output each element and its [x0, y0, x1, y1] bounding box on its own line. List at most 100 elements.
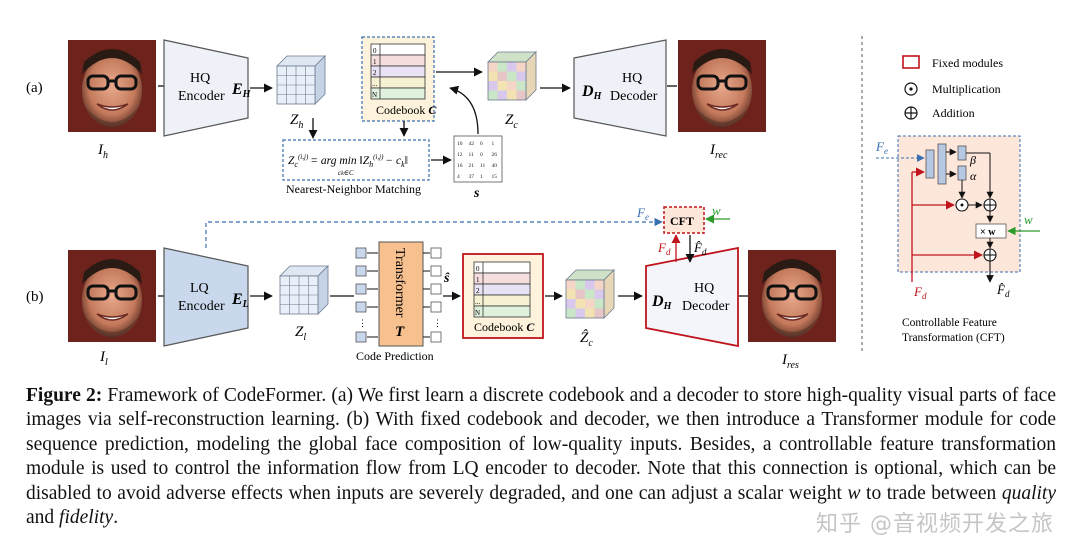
- label-zc: Zc: [505, 112, 518, 131]
- label-il: Il: [99, 349, 108, 368]
- svg-text:F̂d: F̂d: [996, 282, 1010, 299]
- figure-caption: Figure 2: Framework of CodeFormer. (a) W…: [26, 385, 1056, 529]
- caption-label: Figure 2:: [26, 385, 103, 406]
- label-fe-b: Fe: [636, 205, 649, 222]
- s-matrix-cell: 11: [480, 163, 486, 169]
- transformer-label: Transformer: [392, 248, 407, 318]
- caption-quality: quality: [1001, 482, 1056, 504]
- svg-text:w: w: [1024, 212, 1033, 227]
- label-ires: Ires: [781, 352, 799, 371]
- label-s-hat: ŝ: [443, 271, 450, 286]
- row-a-label: (a): [26, 80, 43, 96]
- s-matrix-cell: 42: [469, 141, 475, 147]
- hq-encoder-trapezoid: [163, 39, 249, 137]
- svg-text:...: ...: [475, 298, 481, 306]
- svg-text:ck∈C: ck∈C: [338, 169, 354, 177]
- zh-feature-cube: [276, 55, 326, 105]
- hq-decoder-b-symbol: DH: [651, 293, 673, 312]
- label-zc-hat: Ẑc: [580, 329, 593, 349]
- svg-text:2: 2: [476, 287, 480, 295]
- label-ih: Ih: [97, 142, 108, 161]
- legend-add-text: Addition: [932, 106, 975, 120]
- s-matrix-cell: 1: [480, 174, 483, 180]
- hq-decoder-b-line1: HQ: [694, 281, 714, 296]
- svg-text:α: α: [970, 169, 977, 183]
- hq-decoder-a-line2: Decoder: [610, 89, 658, 104]
- hq-encoder-line1: HQ: [190, 71, 210, 86]
- svg-text:N: N: [475, 309, 480, 317]
- label-fd-b: Fd: [657, 240, 671, 257]
- svg-text:2: 2: [373, 69, 377, 77]
- predicted-code-column: [430, 247, 442, 343]
- legend-fixed-text: Fixed modules: [932, 56, 1003, 70]
- s-matrix-cell: 21: [469, 163, 475, 169]
- s-matrix-cell: 37: [469, 174, 475, 180]
- svg-text:Fd: Fd: [913, 284, 927, 301]
- cft-block: [663, 206, 705, 234]
- svg-text:β: β: [969, 153, 976, 167]
- label-zh: Zh: [290, 112, 303, 131]
- transformer-symbol: T: [395, 324, 405, 340]
- s-matrix-cell: 6: [480, 141, 483, 147]
- s-matrix-cell: 16: [457, 163, 463, 169]
- cft-detail-diagram: Fe β α × w w F̂d Fd Controllable Feature: [875, 135, 1040, 344]
- lq-input-face-image: [66, 248, 158, 344]
- svg-text:N: N: [372, 91, 377, 99]
- row-b-label: (b): [26, 289, 44, 305]
- zc-hat-quantized-cube: [565, 269, 615, 319]
- svg-text:1: 1: [476, 276, 480, 284]
- hq-input-face-image: [66, 38, 158, 134]
- caption-part1: Framework of CodeFormer. (a) We first le…: [26, 385, 1056, 504]
- s-matrix-cell: 1: [492, 141, 495, 147]
- s-matrix-cell: 40: [492, 163, 498, 169]
- hq-encoder-symbol: EH: [231, 81, 252, 100]
- label-w-b: w: [712, 203, 721, 218]
- svg-text:Fe: Fe: [875, 139, 888, 156]
- legend: Fixed modules Multiplication Addition: [902, 55, 1003, 120]
- s-matrix-cell: 15: [492, 174, 498, 180]
- svg-text:1: 1: [373, 58, 377, 66]
- reconstructed-face-image: [676, 38, 768, 134]
- svg-text:0: 0: [476, 265, 480, 273]
- svg-text:Controllable Feature: Controllable Feature: [902, 317, 997, 329]
- label-zl: Zl: [295, 324, 306, 343]
- nn-matching-box: [282, 139, 430, 181]
- code-prediction-label: Code Prediction: [356, 349, 434, 363]
- fe-dashed-connection: [205, 217, 663, 248]
- lq-encoder-symbol: EL: [231, 291, 249, 310]
- lq-encoder-line2: Encoder: [178, 299, 225, 314]
- codebook-b-table: 0 1 2 ... N: [473, 261, 531, 318]
- caption-fidelity: fidelity: [59, 507, 114, 529]
- s-matrix-cell: 10: [457, 141, 463, 147]
- svg-text:⋮: ⋮: [358, 318, 367, 328]
- nn-matching-label: Nearest-Neighbor Matching: [286, 182, 421, 196]
- hq-decoder-b-trapezoid: [645, 246, 739, 348]
- s-matrix-cell: 12: [457, 152, 463, 158]
- s-matrix-cell: 0: [480, 152, 483, 158]
- input-token-column: [355, 247, 367, 343]
- hq-encoder-line2: Encoder: [178, 89, 225, 104]
- codeformer-framework-figure: (a) Ih HQ Encoder EH Zh 0 1 2 ... N Code…: [26, 36, 1040, 371]
- zl-feature-cube: [279, 265, 329, 315]
- transformer-block: [378, 241, 424, 347]
- s-matrix-cell: 26: [492, 152, 498, 158]
- hq-decoder-a-symbol: DH: [581, 83, 603, 102]
- nn-formula: Zc(i,j)= arg min ‖Zh(i,j)− ck‖: [288, 153, 408, 169]
- hq-decoder-b-line2: Decoder: [682, 299, 730, 314]
- legend-mult-text: Multiplication: [932, 82, 1001, 96]
- label-irec: Irec: [709, 142, 728, 161]
- svg-text:× w: × w: [980, 227, 996, 238]
- caption-w: w: [847, 482, 861, 504]
- hq-decoder-a-line1: HQ: [622, 71, 642, 86]
- svg-text:0: 0: [373, 47, 377, 55]
- zc-quantized-cube: [487, 51, 537, 101]
- svg-text:...: ...: [372, 80, 378, 88]
- svg-text:Transformation (CFT): Transformation (CFT): [902, 332, 1005, 344]
- restored-face-image: [746, 248, 838, 344]
- lq-encoder-line1: LQ: [190, 281, 209, 296]
- s-matrix-cell: 11: [469, 152, 475, 158]
- svg-text:⋮: ⋮: [433, 318, 442, 328]
- watermark-text: 知乎 @音视频开发之旅: [816, 512, 1054, 537]
